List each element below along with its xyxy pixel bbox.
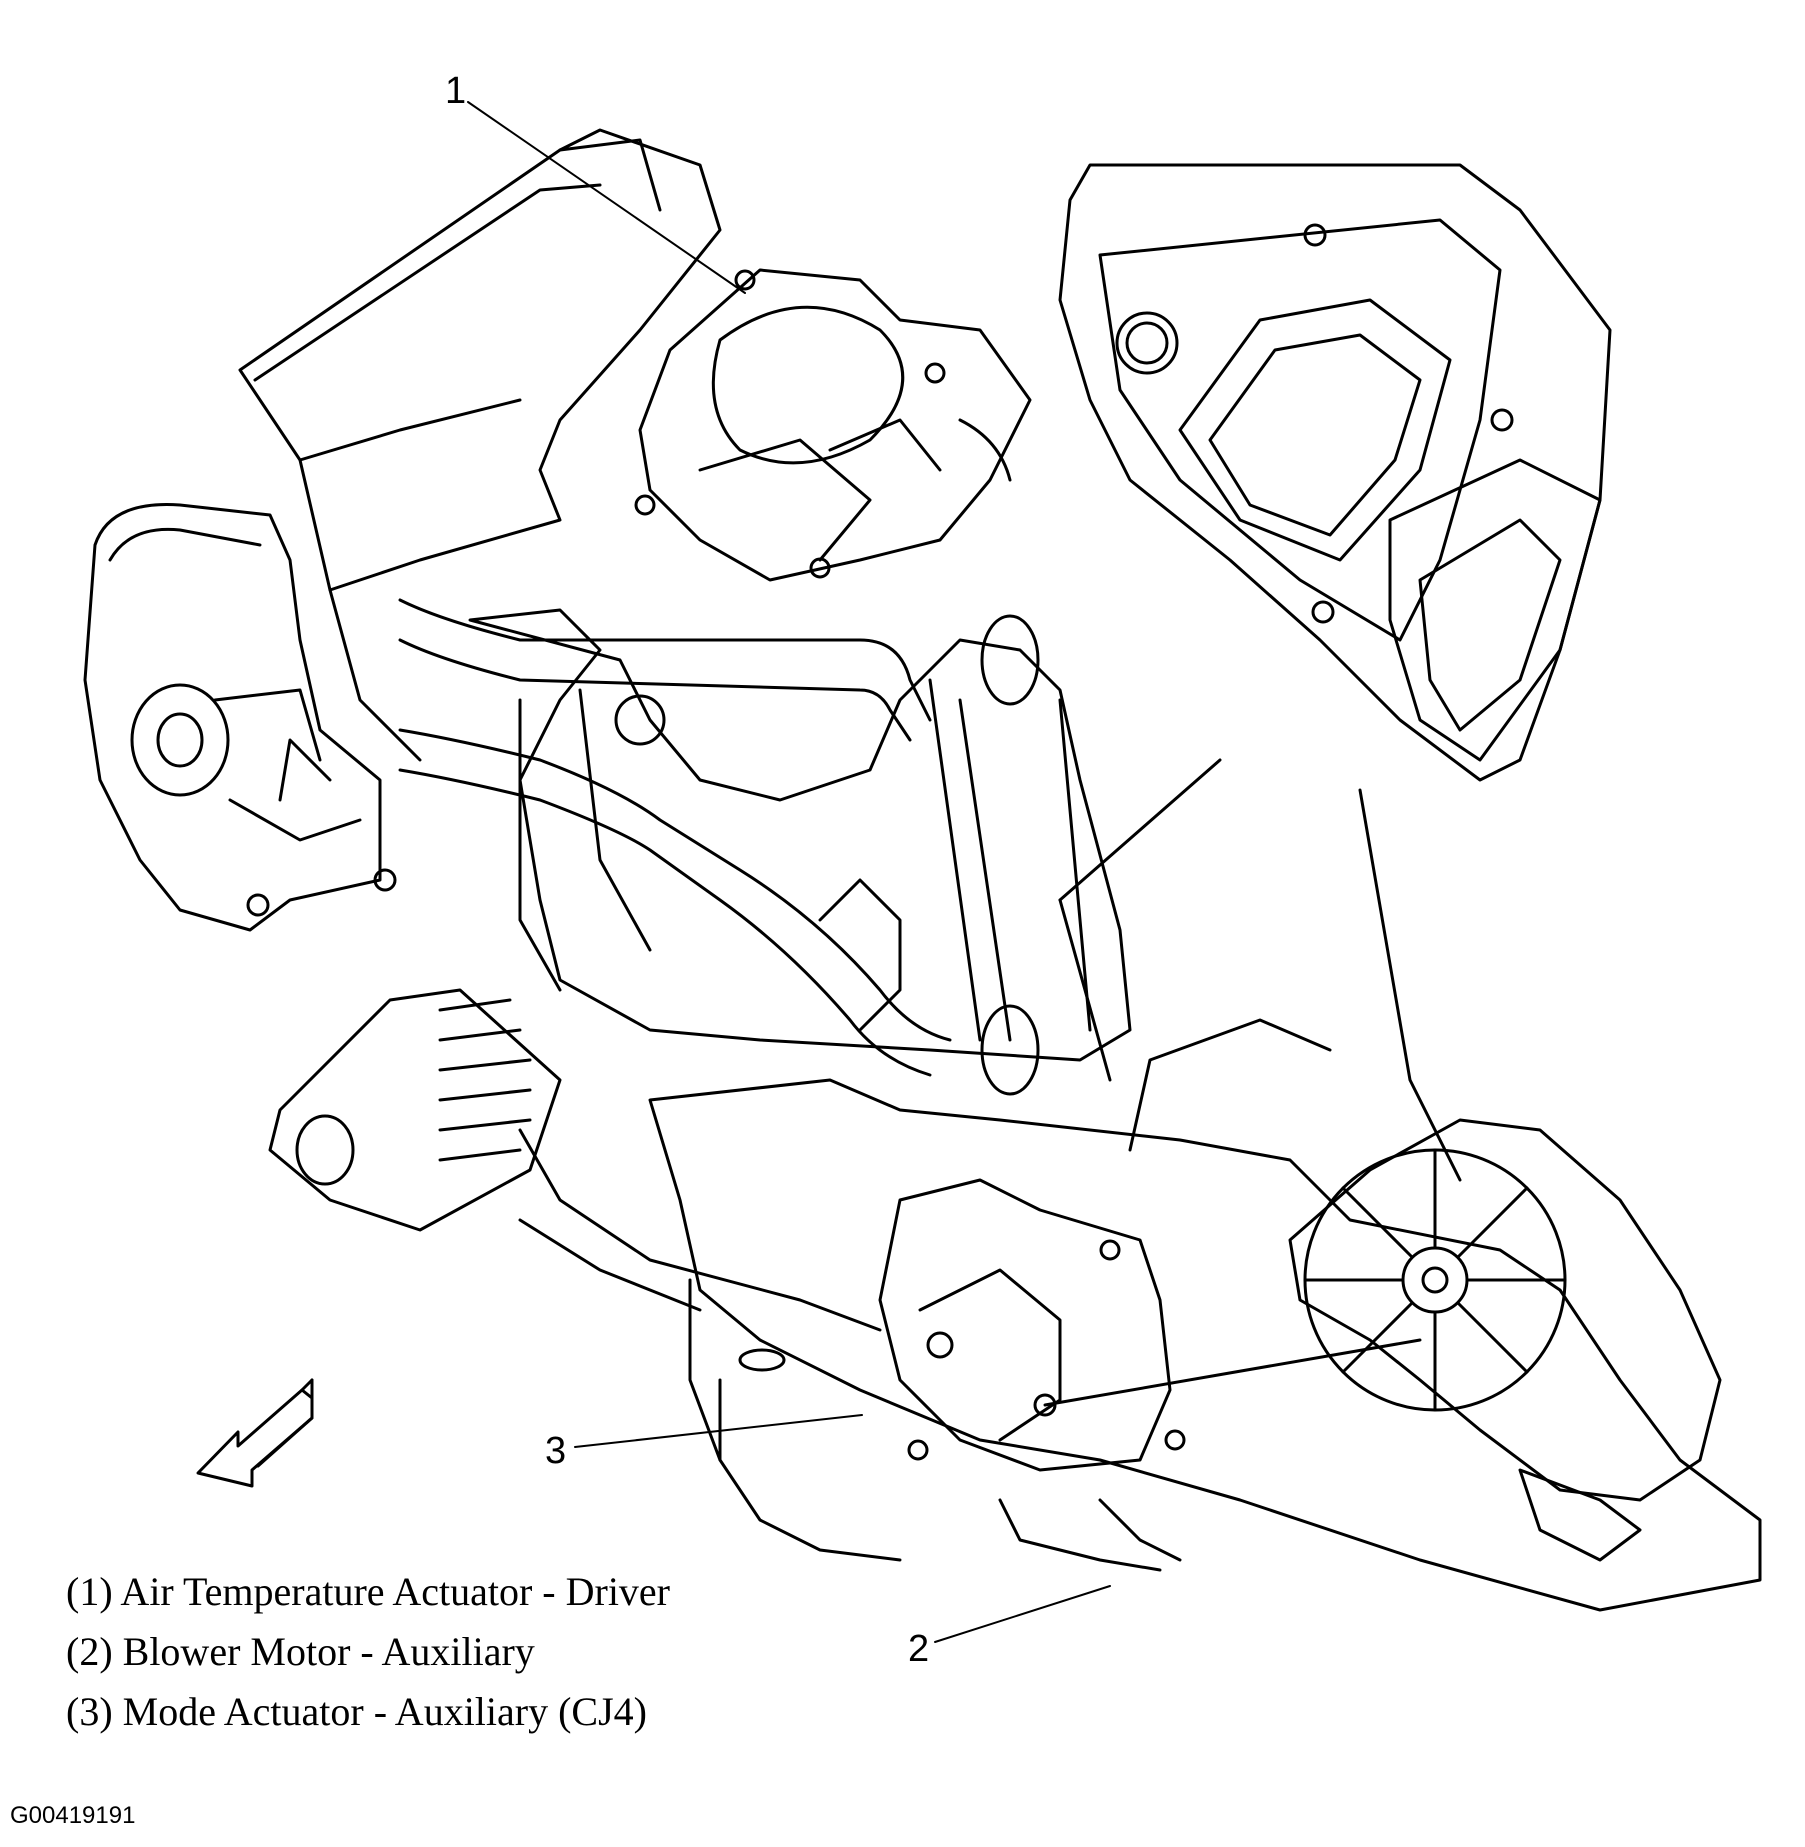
callout-2: 2 — [908, 1628, 930, 1670]
left-motor-housing — [83, 503, 397, 932]
legend-item-air-temperature-actuator: (1) Air Temperature Actuator - Driver — [66, 1569, 671, 1614]
air-temperature-actuator-driver — [634, 268, 1032, 582]
callout-1: 1 — [445, 70, 467, 112]
leader-line-1 — [467, 101, 746, 294]
mode-actuator-auxiliary — [878, 1178, 1186, 1472]
lower-left-duct — [268, 988, 882, 1332]
actuator-links — [1043, 758, 1462, 1407]
heater-core-case — [468, 608, 1132, 1062]
right-outlet-frame — [1058, 163, 1612, 782]
figure-id: G00419191 — [10, 1802, 136, 1829]
legend-item-blower-motor: (2) Blower Motor - Auxiliary — [66, 1629, 535, 1674]
leader-line-2 — [934, 1585, 1111, 1643]
callout-3: 3 — [545, 1430, 567, 1472]
blower-motor-auxiliary — [998, 1118, 1722, 1572]
front-direction-arrow-icon — [196, 1378, 314, 1488]
heater-hoses — [398, 598, 1040, 1096]
leader-line-3 — [574, 1414, 863, 1448]
lower-housing — [648, 1018, 1762, 1612]
legend-item-mode-actuator: (3) Mode Actuator - Auxiliary (CJ4) — [66, 1689, 647, 1734]
leader-lines — [467, 101, 1111, 1643]
upper-housing — [238, 128, 722, 762]
